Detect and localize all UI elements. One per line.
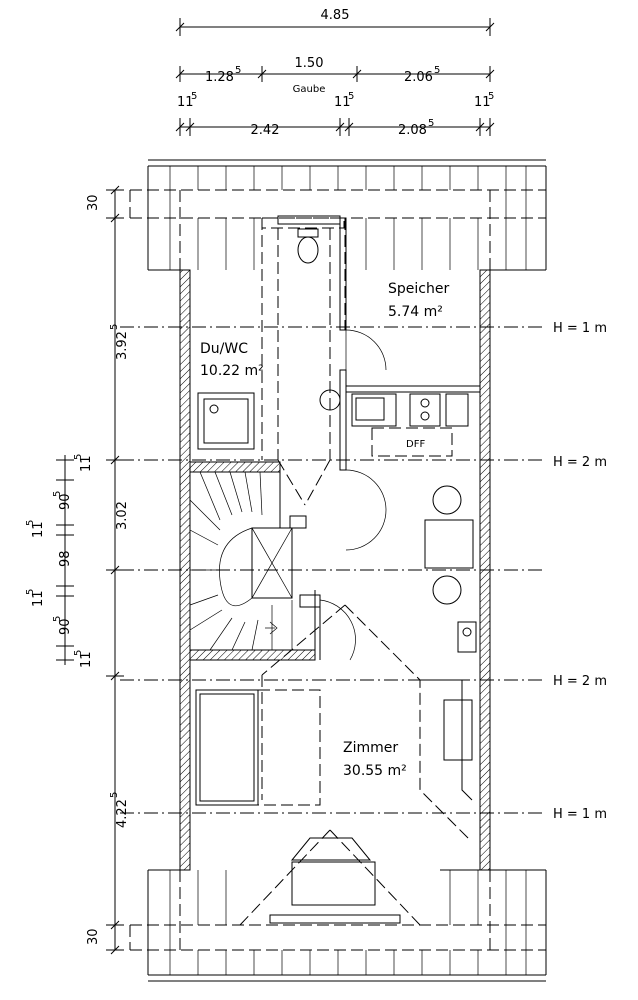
interior-walls: DFF [195, 217, 480, 926]
dim-left-11a-sup: 5 [73, 454, 84, 460]
dim-row3-c: 11 [474, 95, 491, 110]
dim-row3-b: 11 [334, 95, 351, 110]
dim-row2-right: 2.06 [404, 70, 433, 85]
dim-row4-left: 2.42 [251, 123, 280, 138]
dim-row2-left-sup: 5 [235, 65, 241, 76]
dim-left-392-sup: 5 [109, 324, 120, 330]
dim-row3-c-sup: 5 [488, 91, 494, 102]
dim-left-11d-sup: 5 [73, 650, 84, 656]
dff-label: DFF [406, 439, 425, 450]
dim-left-90a: 90 [58, 493, 73, 510]
height-mark-1: H = 1 m [553, 321, 607, 336]
dim-left-90b: 90 [58, 618, 73, 635]
dim-row4-right-sup: 5 [428, 118, 434, 129]
height-mark-2: H = 2 m [553, 455, 607, 470]
room-labels: Speicher 5.74 m² Du/WC 10.22 m² Zimmer 3… [200, 281, 449, 779]
room-duwc-name: Du/WC [200, 341, 248, 357]
roof-bottom [129, 869, 547, 982]
dim-row2-right-sup: 5 [434, 65, 440, 76]
dim-left-392: 3.92 [115, 331, 130, 360]
room-speicher-name: Speicher [388, 281, 449, 297]
dim-overall: 4.85 [321, 8, 350, 23]
dim-row2-left: 1.28 [205, 70, 234, 85]
room-zimmer-area: 30.55 m² [343, 763, 407, 779]
dim-left-90a-sup: 5 [52, 491, 63, 497]
left-dimensions: 30 3.92 5 3.02 4.22 5 30 11 5 90 5 11 5 … [25, 185, 130, 955]
dim-gaube: Gaube [293, 84, 326, 95]
top-dimensions: 4.85 1.28 5 1.50 Gaube 2.06 5 11 5 11 5 … [175, 8, 494, 138]
dim-row2-mid: 1.50 [295, 56, 324, 71]
dim-left-90b-sup: 5 [52, 616, 63, 622]
dim-left-302: 3.02 [115, 501, 130, 530]
height-mark-4: H = 1 m [553, 807, 607, 822]
height-mark-3: H = 2 m [553, 674, 607, 689]
dim-left-11c-sup: 5 [25, 589, 36, 595]
room-duwc-area: 10.22 m² [200, 363, 264, 379]
dim-left-422-sup: 5 [109, 792, 120, 798]
roof-top [129, 159, 547, 271]
dim-left-top-30: 30 [86, 194, 101, 211]
dim-left-98: 98 [58, 550, 73, 567]
dim-left-11c: 11 [31, 590, 46, 607]
dim-row3-b-sup: 5 [348, 91, 354, 102]
dim-left-11b-sup: 5 [25, 520, 36, 526]
dim-left-11a: 11 [79, 455, 94, 472]
dim-left-422: 4.22 [115, 799, 130, 828]
dim-row3-a-sup: 5 [191, 91, 197, 102]
height-lines: H = 1 m H = 2 m H = 2 m H = 1 m [120, 321, 607, 822]
dim-left-11d: 11 [79, 651, 94, 668]
dim-left-11b: 11 [31, 521, 46, 538]
dim-row4-right: 2.08 [398, 123, 427, 138]
dim-row3-a: 11 [177, 95, 194, 110]
dim-left-bottom-30: 30 [86, 928, 101, 945]
staircase [189, 461, 321, 661]
room-speicher-area: 5.74 m² [388, 304, 443, 320]
dormer [261, 215, 345, 506]
room-zimmer-name: Zimmer [343, 740, 398, 756]
